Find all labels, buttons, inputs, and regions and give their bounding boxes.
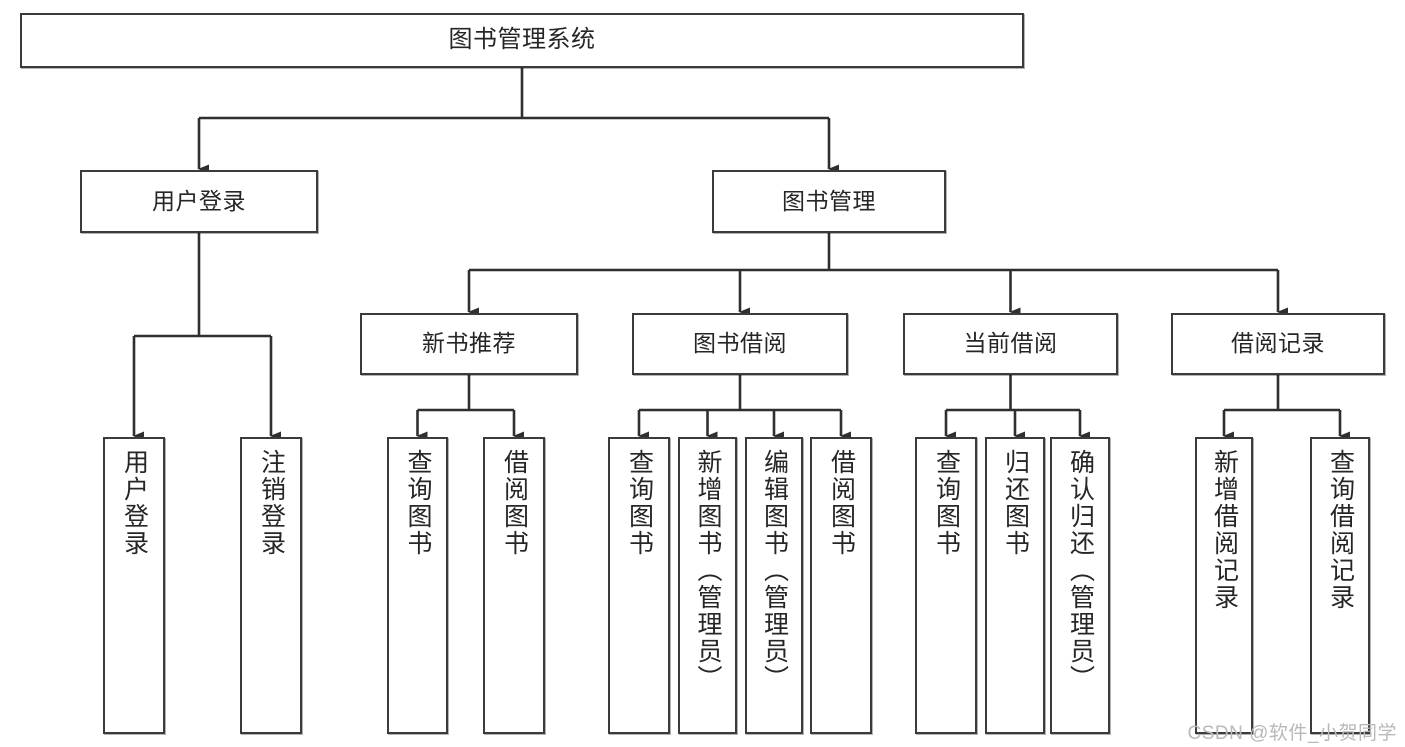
node-label: 用户登录 [120, 449, 149, 557]
node-label: 归还图书 [1001, 449, 1030, 557]
node-user-login[interactable]: 用户登录 [80, 170, 318, 233]
leaf-borrow-book-recommend[interactable]: 借阅图书 [483, 437, 545, 734]
node-root[interactable]: 图书管理系统 [20, 13, 1024, 68]
node-label: 编辑图书（管理员） [760, 449, 789, 692]
leaf-query-book-borrow[interactable]: 查询图书 [608, 437, 670, 734]
leaf-confirm-return-admin[interactable]: 确认归还（管理员） [1050, 437, 1110, 734]
node-label: 查询借阅记录 [1326, 449, 1355, 611]
leaf-query-book-recommend[interactable]: 查询图书 [387, 437, 448, 734]
node-label: 图书管理 [782, 187, 876, 214]
node-label: 新增图书（管理员） [694, 449, 722, 692]
node-label: 借阅图书 [827, 449, 856, 557]
leaf-add-borrow-record[interactable]: 新增借阅记录 [1195, 437, 1253, 734]
node-label: 借阅图书 [500, 449, 529, 557]
leaf-edit-book-admin[interactable]: 编辑图书（管理员） [745, 437, 803, 734]
node-label: 用户登录 [152, 187, 246, 214]
node-label: 注销登录 [257, 449, 286, 557]
leaf-add-book-admin[interactable]: 新增图书（管理员） [678, 437, 737, 734]
node-label: 当前借阅 [963, 330, 1058, 357]
node-label: 图书管理系统 [448, 26, 596, 54]
node-label: 新书推荐 [422, 330, 516, 357]
node-label: 新增借阅记录 [1210, 449, 1239, 611]
leaf-return-book[interactable]: 归还图书 [985, 437, 1045, 734]
leaf-logout[interactable]: 注销登录 [240, 437, 302, 734]
node-book-borrow[interactable]: 图书借阅 [632, 313, 848, 375]
node-label: 查询图书 [625, 449, 654, 557]
node-label: 图书借阅 [693, 330, 787, 357]
node-book-management[interactable]: 图书管理 [712, 170, 946, 233]
node-current-borrow[interactable]: 当前借阅 [903, 313, 1118, 375]
leaf-query-book-current[interactable]: 查询图书 [915, 437, 977, 734]
node-label: 查询图书 [404, 449, 432, 557]
node-label: 查询图书 [932, 449, 961, 557]
node-new-book-recommendation[interactable]: 新书推荐 [360, 313, 578, 375]
node-label: 确认归还（管理员） [1066, 449, 1095, 692]
leaf-query-borrow-record[interactable]: 查询借阅记录 [1310, 437, 1370, 734]
leaf-user-login[interactable]: 用户登录 [103, 437, 165, 734]
node-label: 借阅记录 [1231, 330, 1325, 357]
leaf-borrow-book[interactable]: 借阅图书 [810, 437, 872, 734]
watermark: CSDN @软件_小贺同学 [1187, 723, 1397, 744]
node-borrow-record[interactable]: 借阅记录 [1171, 313, 1385, 375]
